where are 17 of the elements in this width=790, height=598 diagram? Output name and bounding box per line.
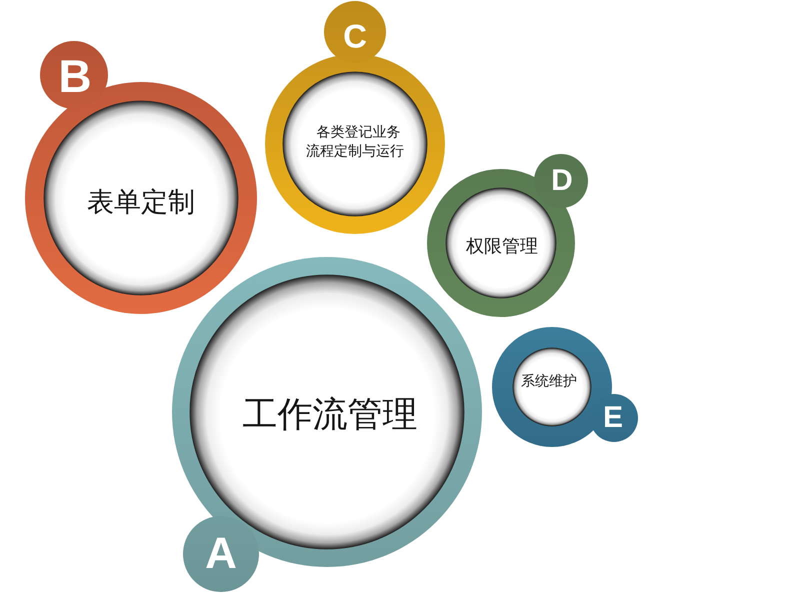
ring-circle	[265, 54, 445, 234]
circle-label: 系统维护	[521, 373, 577, 391]
badge-letter: A	[205, 532, 237, 576]
badge-letter: D	[551, 166, 573, 196]
letter-badge	[534, 154, 588, 208]
circle-label: 权限管理	[466, 236, 538, 258]
ring-circle	[172, 257, 482, 567]
circle-label: 各类登记业务流程定制与运行	[305, 124, 405, 162]
circle-label: 工作流管理	[242, 394, 418, 438]
ring-circle	[427, 169, 575, 317]
badge-letter: E	[603, 403, 623, 433]
badge-letter: B	[58, 53, 92, 99]
circle-label: 表单定制	[87, 186, 195, 220]
letter-badge	[590, 394, 638, 442]
letter-badge	[40, 41, 108, 109]
letter-badge	[183, 516, 259, 592]
badge-letter: C	[343, 20, 367, 52]
